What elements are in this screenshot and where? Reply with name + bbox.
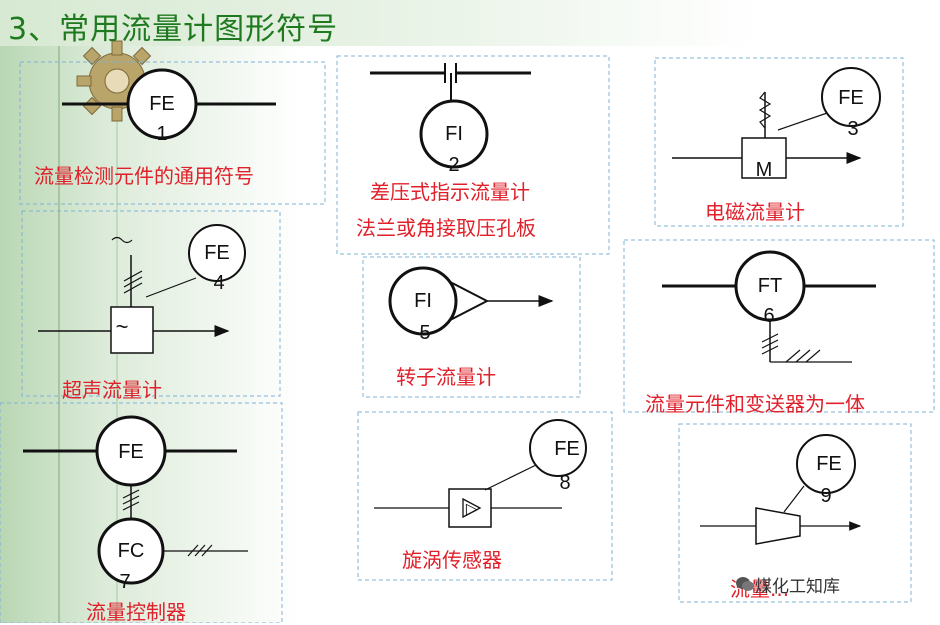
tag-label: FC [118,540,145,562]
tag-label: FT [758,275,782,297]
symbol-5 [388,266,554,336]
panel-8 [357,411,613,581]
background-stripe [58,46,60,623]
panel-6 [623,239,935,413]
tag-number: 2 [448,154,459,176]
tag-label: FE [149,93,175,115]
tag-number: 1 [156,123,167,145]
symbol-2 [370,63,531,169]
tag-label: FE [204,242,230,264]
symbol-6 [662,250,876,363]
panel-1 [19,61,326,205]
watermark: 煤化工知库 [755,577,840,597]
panel-5 [362,256,581,398]
caption-3: 电磁流量计 [705,200,805,224]
caption-2: 差压式指示流量计 [370,180,530,204]
symbol-8 [374,419,587,528]
symbol-1 [62,68,276,140]
page-title: 3、常用流量计图形符号 [8,12,339,47]
tag-label: FE [838,87,864,109]
caption-6: 流量元件和变送器为一体 [645,392,865,416]
box-label: M [756,159,773,181]
tag-label: FE [554,438,580,460]
tag-label: FE [118,441,144,463]
tag-number: 6 [763,305,774,327]
caption-8: 旋涡传感器 [402,548,502,572]
title-bar [0,0,760,46]
tag-number: 8 [559,472,570,494]
box-label: ▷ [466,501,479,518]
wechat-icon [736,577,754,591]
box-label: ~ [116,314,129,339]
symbol-7 [23,415,248,585]
caption-5: 转子流量计 [396,365,496,389]
caption-4: 超声流量计 [62,378,162,402]
caption-2b: 法兰或角接取压孔板 [356,216,536,240]
panel-2 [336,55,610,255]
caption-1: 流量检测元件的通用符号 [34,164,254,188]
symbol-9 [700,434,862,545]
tag-label: FI [445,123,463,145]
symbol-3 [672,67,881,179]
tag-label: FE [816,453,842,475]
panel-4 [21,210,281,397]
panel-9 [678,423,912,603]
tag-label: FI [414,290,432,312]
tag-number: 4 [213,272,224,294]
symbol-4 [38,224,246,354]
panel-7 [0,402,283,623]
tag-number: 9 [820,485,831,507]
tag-number: 5 [419,322,430,344]
tag-number: 7 [119,571,130,593]
tag-number: 3 [847,118,858,140]
caption-7: 流量控制器 [86,600,186,624]
panel-3 [654,57,904,227]
